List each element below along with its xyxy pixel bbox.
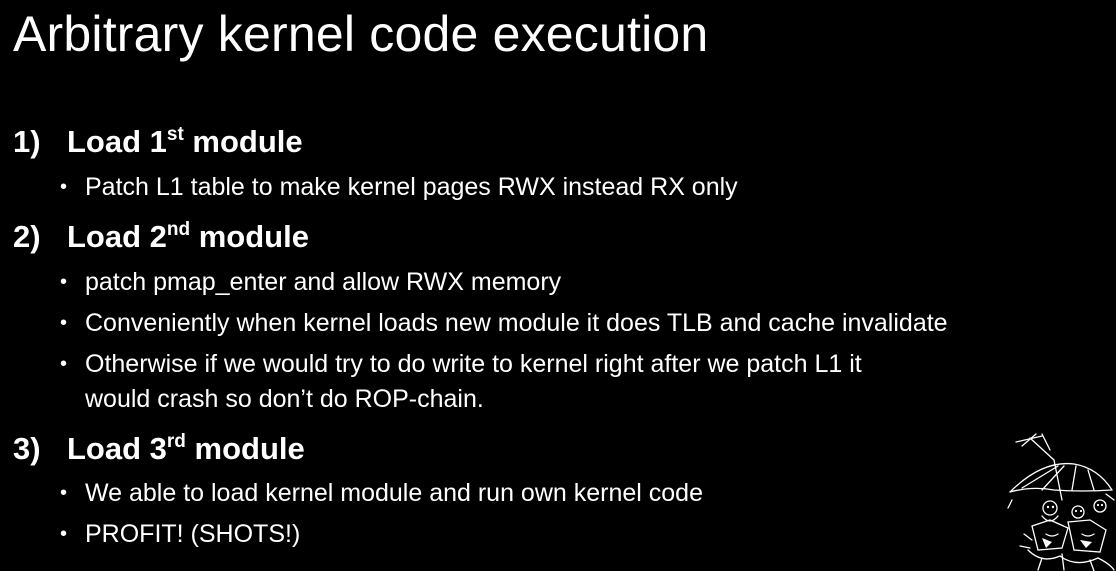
bullet-item: • PROFIT! (SHOTS!) xyxy=(60,517,300,551)
item-label: Load 1st module xyxy=(67,124,303,159)
item-label-suffix: module xyxy=(185,431,305,466)
item-label-suffix: module xyxy=(190,219,309,254)
item-label-main: Load 1 xyxy=(67,124,167,159)
slide-title: Arbitrary kernel code execution xyxy=(13,6,709,62)
bullet-item: • We able to load kernel module and run o… xyxy=(60,476,703,510)
bullet-text: PROFIT! (SHOTS!) xyxy=(85,520,301,548)
item-label-main: Load 2 xyxy=(67,219,167,254)
item-label-main: Load 3 xyxy=(67,431,167,466)
item-number: 1) xyxy=(13,124,41,159)
bullet-item: • patch pmap_enter and allow RWX memory xyxy=(60,265,561,299)
bullet-item: • Patch L1 table to make kernel pages RWX… xyxy=(60,170,738,204)
bullet-icon: • xyxy=(60,271,68,293)
bullet-icon: • xyxy=(60,176,68,198)
bullet-item: • Otherwise if we would try to do write t… xyxy=(60,347,862,381)
item-label: Load 2nd module xyxy=(67,219,309,254)
numbered-item-3: 3) Load 3rd module xyxy=(13,429,305,469)
numbered-item-1: 1) Load 1st module xyxy=(13,122,303,162)
bullet-icon: • xyxy=(60,482,68,504)
numbered-item-2: 2) Load 2nd module xyxy=(13,217,309,257)
item-label-ordinal: rd xyxy=(166,431,186,452)
bullet-text: Otherwise if we would try to do write to… xyxy=(85,350,862,378)
bullet-text: patch pmap_enter and allow RWX memory xyxy=(85,268,562,296)
item-label-suffix: module xyxy=(183,124,303,159)
bullet-item: • Conveniently when kernel loads new modu… xyxy=(60,306,948,340)
bullet-text: Conveniently when kernel loads new modul… xyxy=(85,309,948,337)
bullet-icon: • xyxy=(60,353,68,375)
party-sketch-icon xyxy=(1007,433,1115,571)
item-number: 2) xyxy=(13,219,41,254)
bullet-text: We able to load kernel module and run ow… xyxy=(85,479,703,507)
item-label-ordinal: nd xyxy=(166,219,191,240)
item-number: 3) xyxy=(13,431,41,466)
item-label: Load 3rd module xyxy=(67,431,305,466)
bullet-icon: • xyxy=(60,312,68,334)
item-label-ordinal: st xyxy=(166,124,184,145)
bullet-continuation: would crash so don’t do ROP-chain. xyxy=(85,385,484,413)
bullet-text: Patch L1 table to make kernel pages RWX … xyxy=(85,173,738,201)
bullet-icon: • xyxy=(60,523,68,545)
